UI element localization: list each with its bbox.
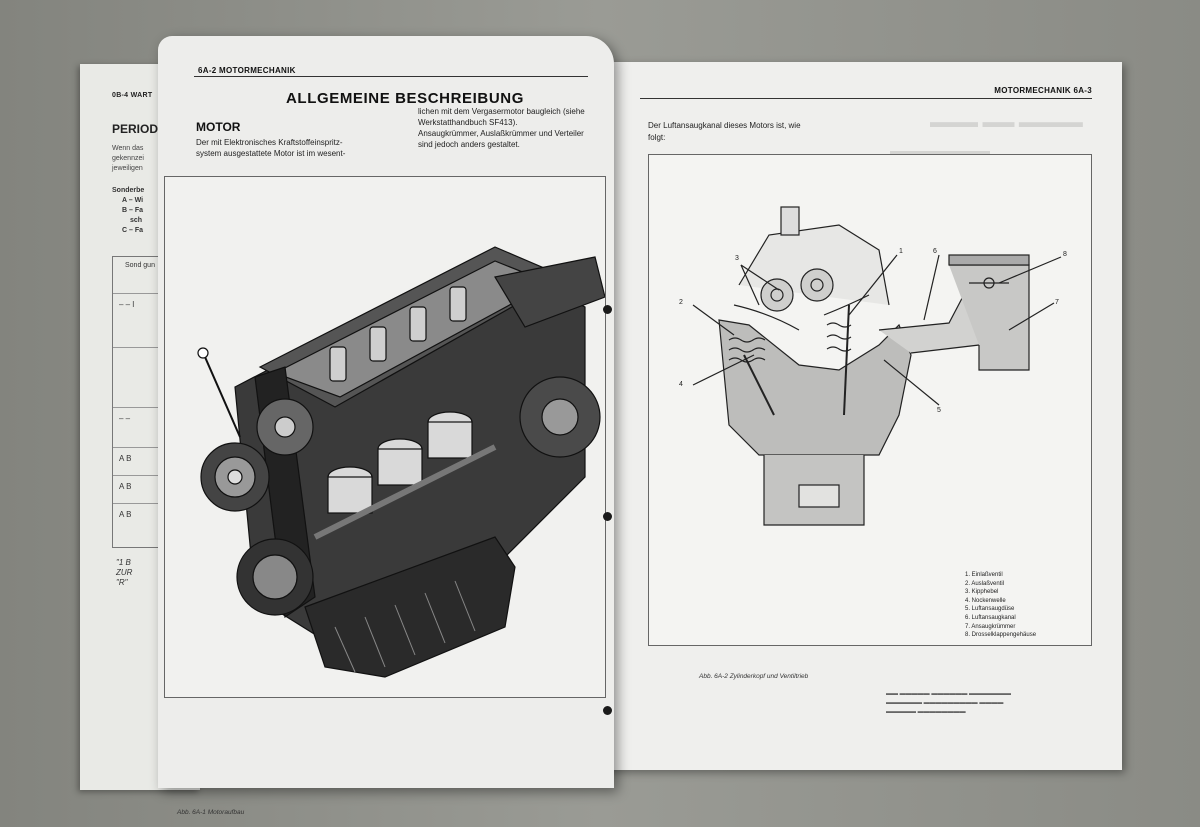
section-heading: MOTOR [196, 120, 241, 134]
back-page-footnote: "1 B ZUR "R" [116, 558, 132, 588]
bleed-through-text: ▬▬▬▬ ▬▬ ▬▬▬ [930, 114, 1083, 131]
page-title: ALLGEMEINE BESCHREIBUNG [286, 90, 524, 107]
bleed-through-text: ▬▬▬▬▬▬▬▬▬▬ [890, 146, 990, 157]
legend-item: 3. Kipphebel [965, 589, 999, 596]
callout-5: 5 [937, 407, 941, 414]
text-line: A – Wi [122, 197, 144, 204]
callout-4: 4 [679, 381, 683, 388]
table-row: Sond gun [125, 262, 155, 269]
legend-item: 2. Auslaßventil [965, 580, 1005, 587]
legend-item: 5. Luftansaugdüse [965, 606, 1015, 613]
legend-item: 8. Drosselklappengehäuse [965, 632, 1037, 639]
cylinder-head-figure: 3 2 4 1 6 5 7 8 1. Einlaßventil 2. Ausla… [648, 154, 1092, 680]
text-line: gekennzei [112, 155, 144, 162]
binder-hole [603, 305, 612, 314]
body-column-2: lichen mit dem Vergasermotor baugleich (… [418, 106, 598, 150]
back-page-header: 0B-4 WART [112, 92, 153, 99]
figure-caption: Abb. 6A-2 Zylinderkopf und Ventiltrieb [699, 673, 809, 680]
bleed-through-text: ▬▬ ▬▬▬▬▬ ▬▬▬▬▬▬ ▬▬▬▬▬▬▬▬▬▬▬▬▬ ▬▬▬▬▬▬▬▬▬ … [886, 691, 1012, 715]
callout-3: 3 [735, 255, 739, 262]
left-page: 6A-2 MOTORMECHANIK ALLGEMEINE BESCHREIBU… [158, 36, 614, 816]
text-line: Ansaugkrümmer, Auslaßkrümmer und Verteil… [418, 129, 584, 138]
right-page-intro: Der Luftansaugkanal dieses Motors ist, w… [648, 120, 858, 144]
cylinder-head-drawing [692, 206, 1062, 526]
text-line: "1 B [116, 558, 131, 567]
legend-item: 4. Nockenwelle [965, 597, 1006, 604]
text-line: "R" [116, 578, 128, 587]
left-page-header: 6A-2 MOTORMECHANIK [198, 66, 296, 75]
legend-item: 6. Luftansaugkanal [965, 614, 1016, 621]
back-page-title: PERIOD [112, 122, 159, 136]
right-page-header: MOTORMECHANIK 6A-3 [994, 86, 1092, 95]
text-line: Der Luftansaugkanal dieses Motors ist, w… [648, 121, 801, 130]
binder-hole [603, 512, 612, 521]
text-line: Werkstatthandbuch SF413). [418, 118, 518, 127]
text-line: C – Fa [122, 227, 144, 234]
header-rule [194, 76, 588, 77]
body-column-1: Der mit Elektronisches Kraftstoffeinspri… [196, 137, 404, 159]
callout-2: 2 [679, 299, 683, 306]
text-line: Der mit Elektronisches Kraftstoffeinspri… [196, 138, 343, 147]
engine-figure: Abb. 6A-1 Motoraufbau [164, 176, 606, 816]
text-line: Sonderbe [112, 187, 145, 194]
callout-8: 8 [1063, 251, 1067, 258]
text-line: jeweiligen [112, 165, 143, 172]
binder-hole [603, 706, 612, 715]
text-line: sind jedoch anders gestaltet. [418, 140, 520, 149]
legend-item: 7. Ansaugkrümmer [965, 623, 1016, 630]
text-line: lichen mit dem Vergasermotor baugleich (… [418, 107, 585, 116]
back-page-intro: Wenn das gekennzei jeweiligen [112, 144, 144, 174]
figure-caption: Abb. 6A-1 Motoraufbau [177, 809, 245, 816]
callout-6: 6 [933, 248, 937, 255]
text-line: system ausgestattete Motor ist im wesent… [196, 149, 346, 158]
right-page: MOTORMECHANIK 6A-3 ▬▬▬▬ ▬▬ ▬▬▬ ▬▬▬▬▬▬▬▬▬… [600, 62, 1122, 770]
text-line: sch [130, 217, 143, 224]
back-page-sonder-list: Sonderbe A – Wi B – Fa sch C – Fa [112, 186, 144, 236]
text-line: folgt: [648, 133, 666, 142]
text-line: ZUR [116, 568, 133, 577]
callout-1: 1 [899, 248, 903, 255]
text-line: B – Fa [122, 207, 144, 214]
engine-cutaway-drawing [197, 246, 606, 678]
figure-legend: 1. Einlaßventil 2. Auslaßventil 3. Kipph… [965, 571, 1036, 640]
header-rule [640, 98, 1092, 99]
callout-7: 7 [1055, 299, 1059, 306]
text-line: Wenn das [112, 145, 144, 152]
legend-item: 1. Einlaßventil [965, 572, 1003, 578]
